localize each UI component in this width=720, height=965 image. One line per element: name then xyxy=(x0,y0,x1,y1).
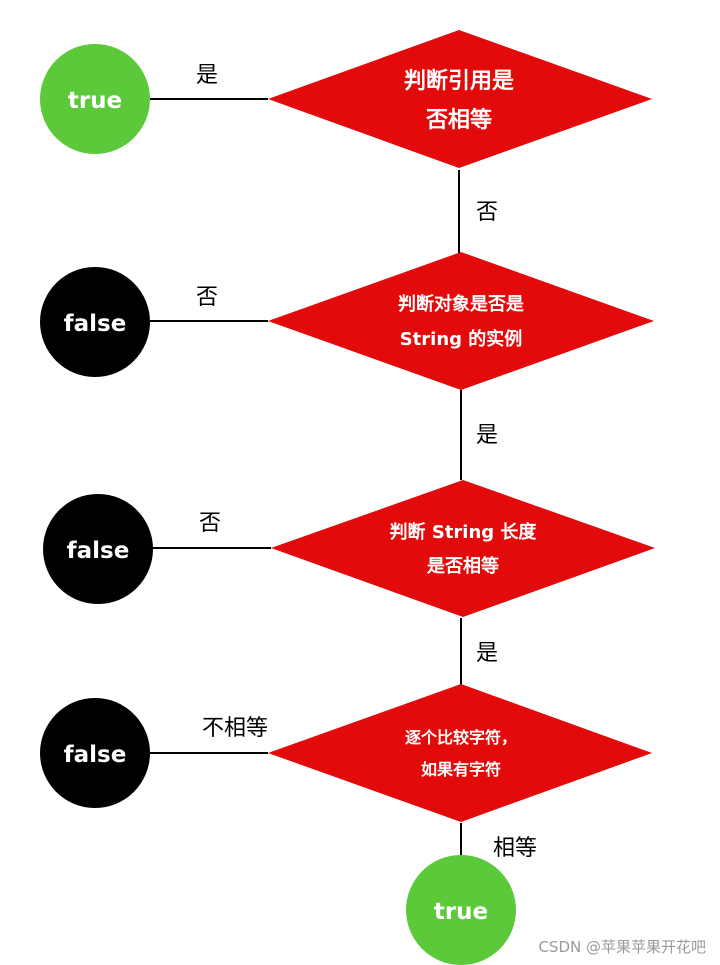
decision-4-line-2: 如果有字符 xyxy=(421,760,501,779)
terminal-false-1-label: false xyxy=(64,311,127,337)
watermark: CSDN @苹果苹果开花吧 xyxy=(538,938,706,956)
terminal-false-1 xyxy=(40,267,150,377)
decision-diamond-3 xyxy=(271,480,655,617)
terminal-false-2-label: false xyxy=(67,538,130,564)
decision-2-line-2: String 的实例 xyxy=(400,328,523,350)
edge-label-d3-left: 否 xyxy=(199,511,221,536)
edge-label-d2-left: 否 xyxy=(196,285,218,310)
decision-diamond-1 xyxy=(268,30,652,168)
terminal-false-3-label: false xyxy=(64,742,127,768)
edge-label-d3-down: 是 xyxy=(476,641,498,666)
decision-diamond-4 xyxy=(268,684,652,822)
decision-1-line-1: 判断引用是 xyxy=(404,68,514,94)
decision-diamond-2 xyxy=(268,252,654,390)
decision-3-line-2: 是否相等 xyxy=(426,555,499,577)
terminal-true-1-label: true xyxy=(68,88,122,114)
terminal-true-1 xyxy=(40,44,150,154)
edge-label-d1-down: 否 xyxy=(476,200,498,225)
edge-label-d1-left: 是 xyxy=(196,63,218,88)
edge-label-d4-left: 不相等 xyxy=(202,716,268,741)
edge-label-d4-down: 相等 xyxy=(493,836,537,861)
terminal-false-3 xyxy=(40,698,150,808)
decision-3-line-1: 判断 String 长度 xyxy=(390,521,538,543)
terminal-true-2-label: true xyxy=(434,899,488,925)
decision-2-line-1: 判断对象是否是 xyxy=(398,293,524,315)
terminal-true-2 xyxy=(406,855,516,965)
edge-label-d2-down: 是 xyxy=(476,423,498,448)
terminal-false-2 xyxy=(43,494,153,604)
decision-1-line-2: 否相等 xyxy=(425,107,492,133)
decision-4-line-1: 逐个比较字符， xyxy=(405,728,517,747)
